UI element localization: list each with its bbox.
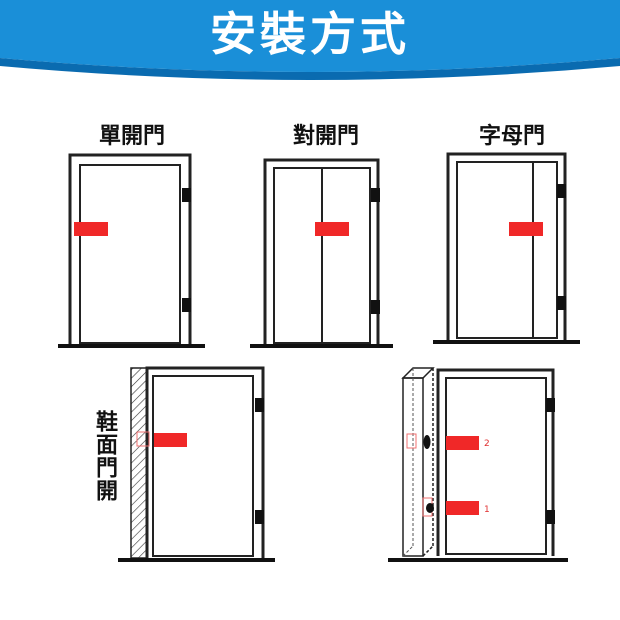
hinge-bottom [546, 510, 555, 524]
handle [74, 222, 108, 236]
lock-cylinder-2 [423, 435, 431, 449]
handle-2 [446, 436, 479, 450]
wall-hatch [130, 367, 148, 559]
diagram-shoe-face-door [118, 366, 275, 562]
banner-background [0, 0, 620, 80]
label-mother-child-door: 字母門 [478, 124, 545, 149]
marker-2: 2 [484, 439, 490, 449]
lock-bracket-2 [406, 433, 417, 449]
label-double-door: 對開門 [292, 124, 359, 149]
hinge-top [371, 188, 380, 202]
hinge-bottom [255, 510, 264, 524]
diagram-double-door [250, 158, 393, 348]
hinge-top [255, 398, 264, 412]
hinge-top [546, 398, 555, 412]
hinge-top [557, 184, 566, 198]
door-leaves [456, 161, 558, 339]
lock-bracket [136, 431, 150, 447]
header-banner: 安裝方式 [0, 0, 620, 80]
handle-1 [446, 501, 479, 515]
hinge-bottom [182, 298, 191, 312]
hinge-bottom [371, 300, 380, 314]
hinge-bottom [557, 296, 566, 310]
lock-cylinder-1 [426, 503, 434, 513]
door-leaf [79, 164, 181, 344]
handle [154, 433, 187, 447]
hinge-top [182, 188, 191, 202]
page-title: 安裝方式 [210, 7, 410, 61]
diagram-single-door [58, 153, 205, 348]
diagram-lock-housing-door: 2 1 [388, 367, 568, 562]
handle [509, 222, 543, 236]
marker-1: 1 [484, 505, 490, 515]
label-shoe-face-door: 鞋面門開 [92, 410, 117, 502]
handle [315, 222, 349, 236]
label-single-door: 單開門 [98, 124, 165, 149]
door-leaf [445, 377, 547, 555]
door-leaf [152, 375, 254, 557]
diagram-mother-child-door [433, 152, 580, 344]
